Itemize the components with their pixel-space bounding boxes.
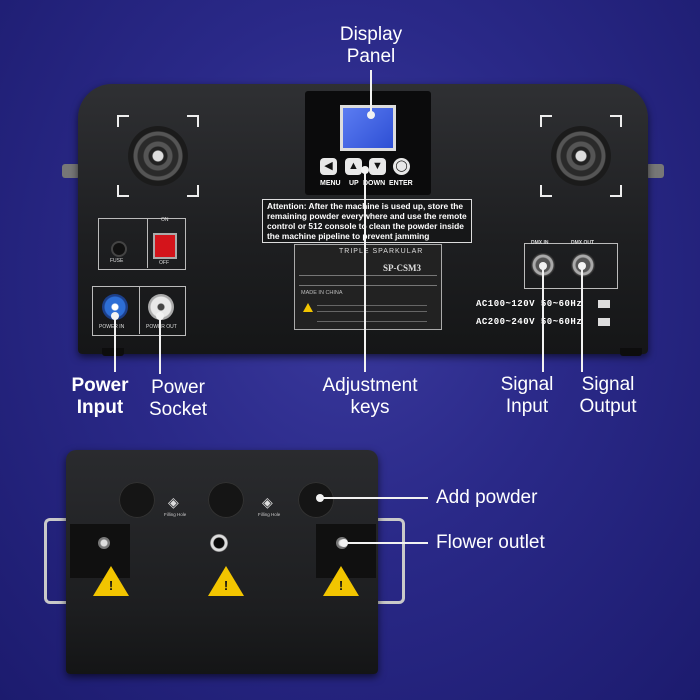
- fuse-label: FUSE: [110, 258, 124, 264]
- spec-110v: AC100~120V 50~60Hz: [476, 299, 583, 309]
- down-key[interactable]: ▼: [369, 158, 386, 175]
- callout-power-socket: Power Socket: [148, 377, 208, 420]
- key-label-up: UP: [349, 180, 359, 187]
- power-connector-box: POWER IN POWER OUT: [92, 286, 186, 336]
- foot: [102, 348, 124, 356]
- leader-dot: [340, 539, 348, 547]
- bottom-left-handle: [44, 518, 75, 604]
- fuse-holder[interactable]: [111, 241, 127, 257]
- filling-hole-label: Filling Hole: [164, 512, 187, 517]
- spec-checkbox: [598, 300, 610, 308]
- funnel-icon: ◈: [262, 494, 273, 510]
- leader-line: [364, 170, 366, 372]
- key-label-menu: MENU: [320, 180, 341, 187]
- attention-notice: Attention: After the machine is used up,…: [262, 199, 472, 243]
- dmx-out-label: DMX OUT: [571, 240, 595, 246]
- warning-icon: [93, 566, 129, 596]
- flower-outlet[interactable]: [210, 534, 228, 552]
- leader-line: [581, 266, 583, 372]
- leader-dot: [316, 494, 324, 502]
- spec-label-plate: TRIPLE SPARKULAR SP-CSM3 MADE IN CHINA: [294, 244, 442, 330]
- up-key[interactable]: ▲: [345, 158, 362, 175]
- plate-title: TRIPLE SPARKULAR: [339, 248, 424, 255]
- leader-line: [542, 266, 544, 372]
- callout-adjustment-keys: Adjustment keys: [322, 375, 418, 418]
- leader-dot: [111, 312, 119, 320]
- right-fan-frame: [540, 115, 622, 197]
- enter-key[interactable]: ◯: [393, 158, 410, 175]
- leader-line: [344, 542, 428, 544]
- leader-line: [320, 497, 428, 499]
- power-rocker-switch[interactable]: [153, 233, 177, 259]
- foot: [620, 348, 642, 356]
- spec-checkbox: [598, 318, 610, 326]
- key-label-down: DOWN: [363, 180, 386, 187]
- leader-dot: [361, 166, 369, 174]
- spec-220v: AC200~240V 50~60Hz: [476, 317, 583, 327]
- key-label-enter: ENTER: [389, 180, 413, 187]
- left-handle: [62, 164, 80, 178]
- warning-icon: [323, 566, 359, 596]
- plate-made-in: MADE IN CHINA: [301, 290, 343, 296]
- menu-key[interactable]: ◀: [320, 158, 337, 175]
- power-in-label: POWER IN: [99, 324, 125, 330]
- filling-hole-label: Filling Hole: [258, 512, 281, 517]
- funnel-icon: ◈: [168, 494, 179, 510]
- power-out-label: POWER OUT: [146, 324, 177, 330]
- bottom-right-handle: [374, 518, 405, 604]
- callout-signal-output: Signal Output: [579, 374, 637, 417]
- leader-line: [159, 316, 161, 374]
- dmx-in-label: DMX IN: [531, 240, 549, 246]
- callout-add-powder: Add powder: [436, 487, 538, 508]
- callout-power-input: Power Input: [71, 375, 129, 418]
- right-handle: [646, 164, 664, 178]
- fan-icon: [128, 126, 188, 186]
- callout-display-panel: Display Panel: [339, 24, 403, 67]
- leader-line: [370, 70, 372, 114]
- leader-dot: [539, 262, 547, 270]
- filling-hole[interactable]: [119, 482, 155, 518]
- left-fan-frame: [117, 115, 199, 197]
- switch-off-label: OFF: [159, 260, 169, 266]
- filling-hole[interactable]: [208, 482, 244, 518]
- plate-model: SP-CSM3: [383, 263, 421, 273]
- switch-on-label: ON: [161, 217, 169, 223]
- leader-dot: [578, 262, 586, 270]
- leader-line: [114, 316, 116, 372]
- warning-icon: [208, 566, 244, 596]
- switch-fuse-box: FUSE ON OFF: [98, 217, 186, 270]
- leader-dot: [156, 312, 164, 320]
- callout-flower-outlet: Flower outlet: [436, 532, 545, 553]
- bolt: [98, 537, 110, 549]
- leader-dot: [367, 111, 375, 119]
- callout-signal-input: Signal Input: [500, 374, 554, 417]
- fan-icon: [551, 126, 611, 186]
